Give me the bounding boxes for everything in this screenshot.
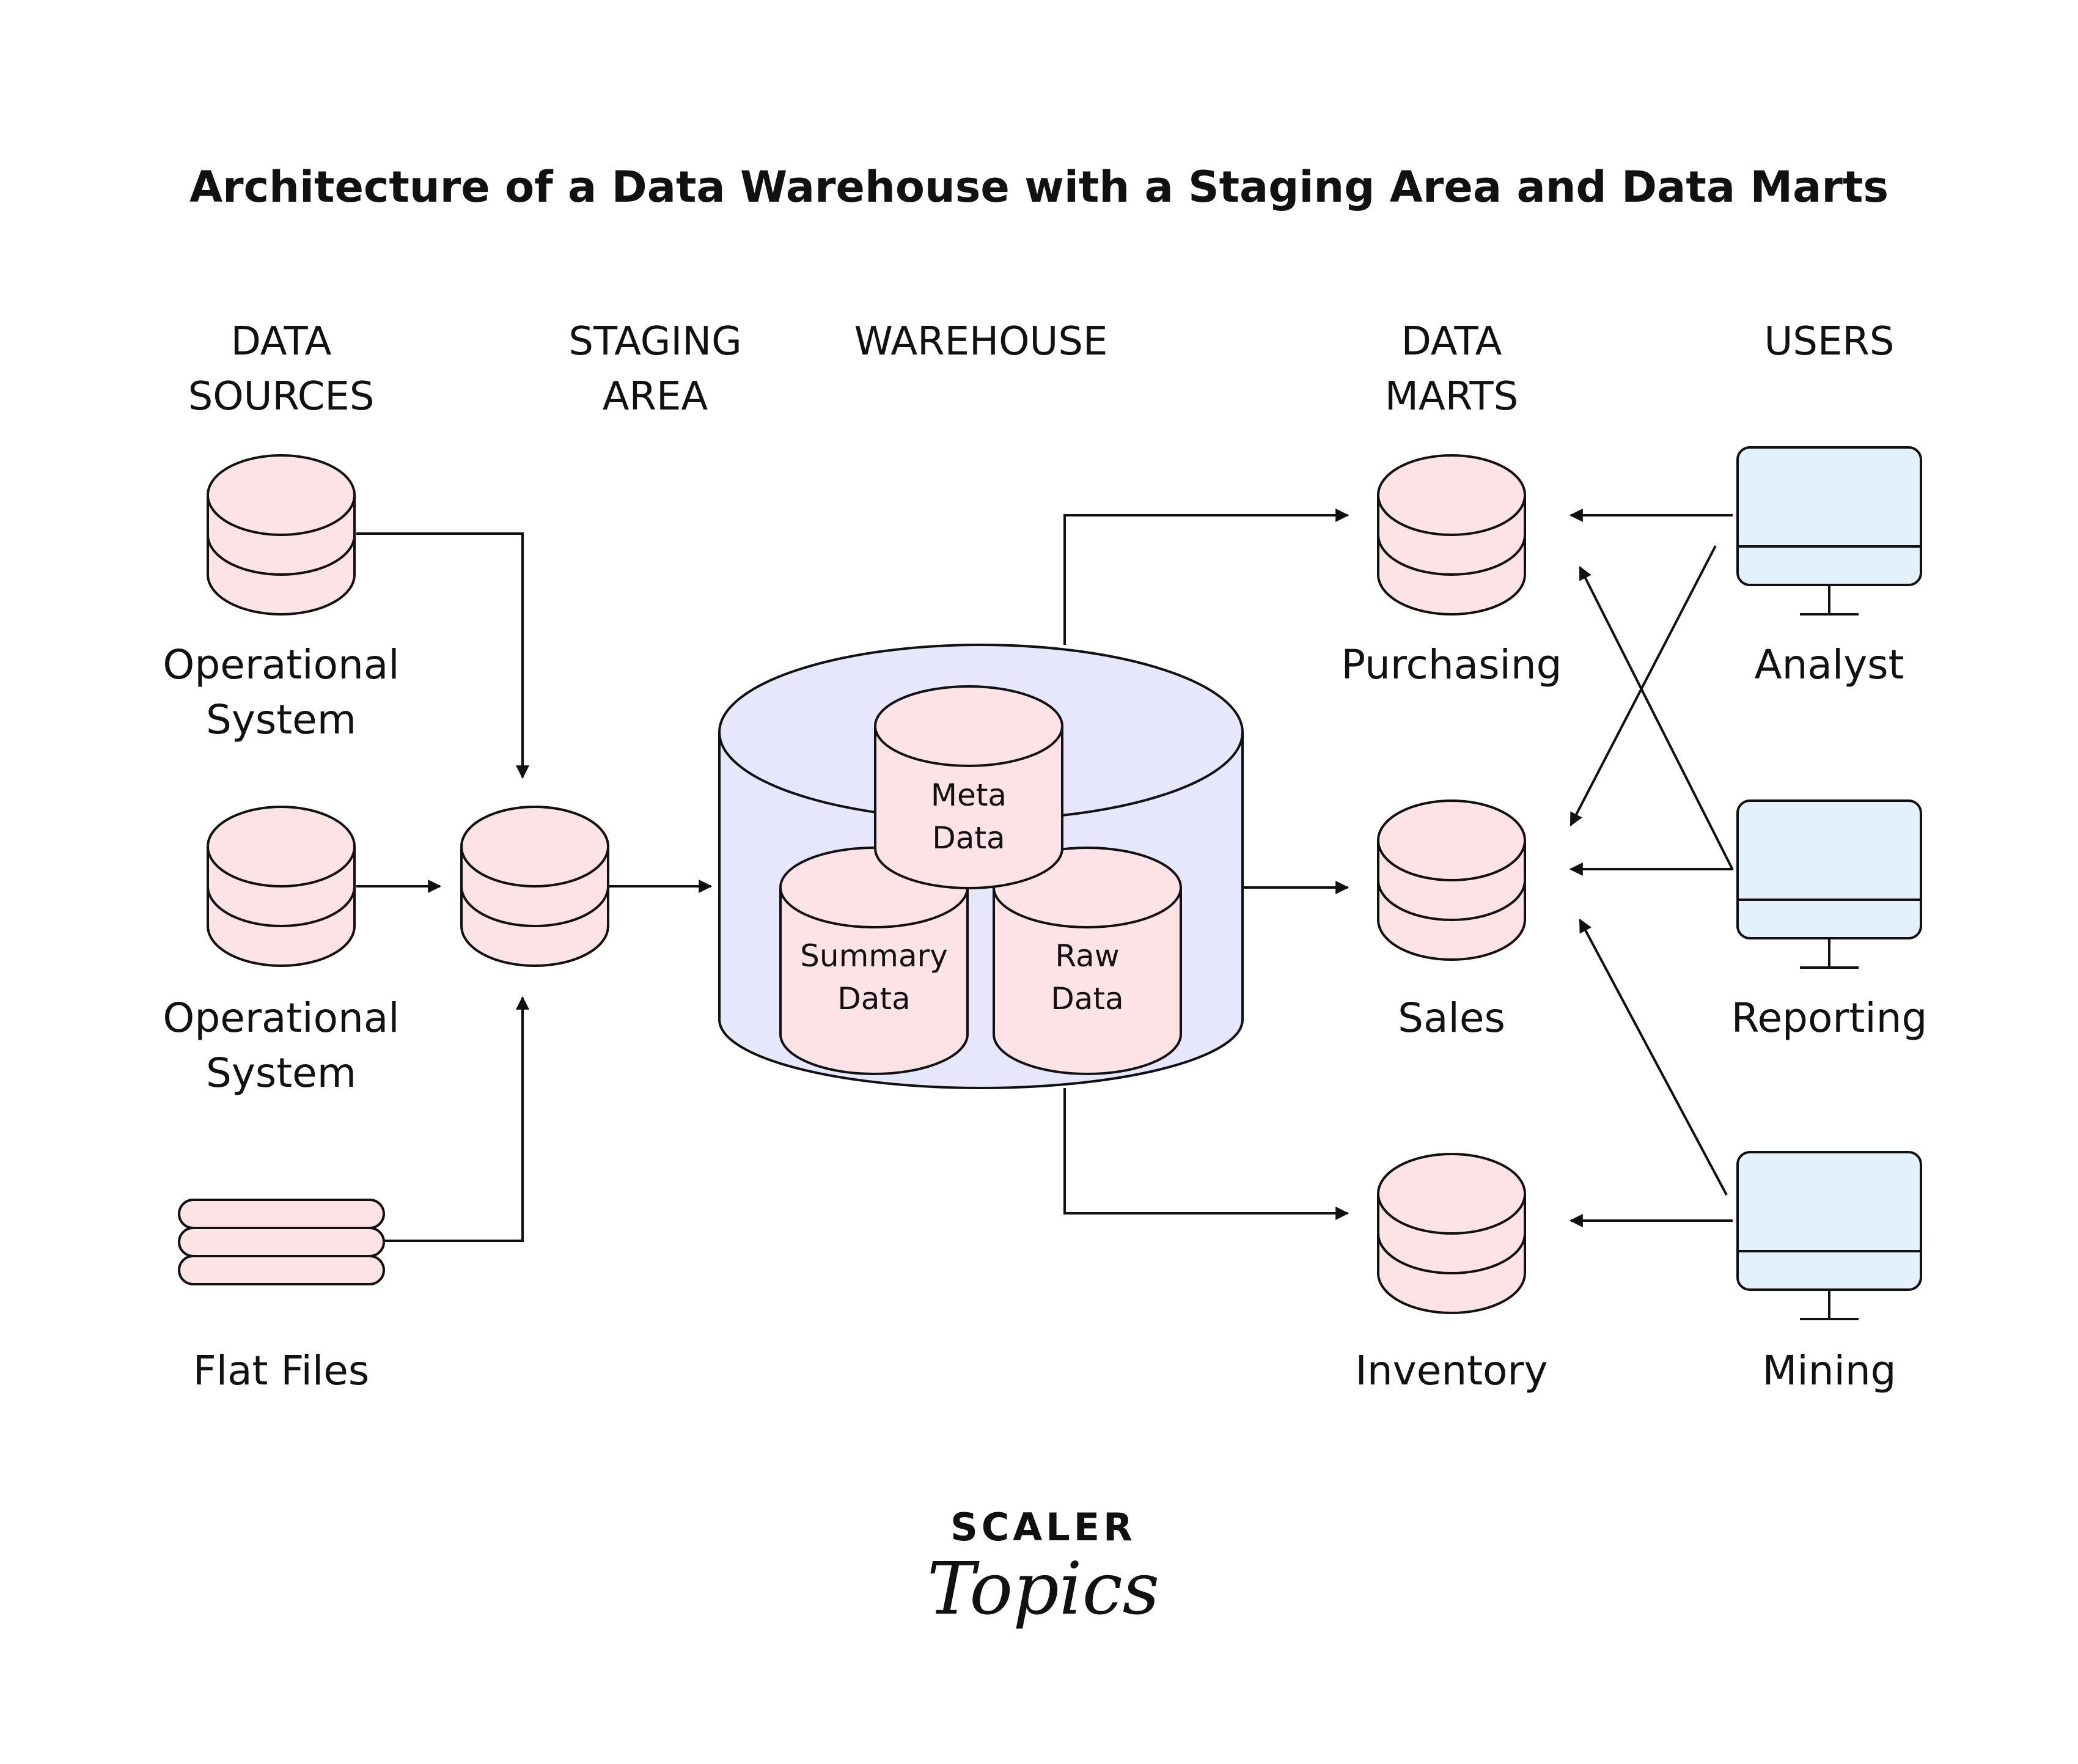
- raw-data-cylinder: [993, 847, 1182, 1075]
- mart-label-purchasing: Purchasing: [1341, 641, 1562, 688]
- source-label-1-line2: System: [206, 696, 356, 743]
- staging-database-icon: [460, 806, 609, 967]
- column-header-staging-line2: AREA: [603, 374, 708, 419]
- arrow-flatfiles-to-staging: [384, 996, 529, 1242]
- summary-data-label-line1: Summary: [800, 938, 948, 974]
- arrow-reporting-to-purchasing: [1579, 566, 1734, 870]
- column-header-sources-line2: SOURCES: [188, 374, 375, 419]
- column-header-users: USERS: [1764, 319, 1895, 364]
- source-label-2-line2: System: [206, 1049, 356, 1097]
- brand-line2: Topics: [927, 1546, 1160, 1631]
- source-label-3: Flat Files: [193, 1347, 369, 1394]
- brand-line1: SCALER: [950, 1505, 1136, 1549]
- meta-data-label-line2: Data: [932, 820, 1005, 856]
- mart-label-sales: Sales: [1398, 994, 1505, 1042]
- arrow-analyst-to-sales: [1570, 545, 1717, 826]
- sales-database-icon: [1377, 799, 1526, 961]
- arrow-source1-to-staging: [356, 532, 529, 779]
- connectors: [356, 509, 1734, 1242]
- column-header-staging-line1: STAGING: [568, 319, 741, 364]
- database-icon: [207, 806, 356, 967]
- summary-data-cylinder: [779, 847, 969, 1075]
- database-icon: [207, 454, 356, 616]
- scaler-topics-logo: SCALER Topics: [927, 1505, 1160, 1631]
- meta-data-cylinder: [874, 685, 1063, 889]
- summary-data-label-line2: Data: [837, 981, 910, 1016]
- source-label-2-line1: Operational: [163, 994, 399, 1042]
- arrow-warehouse-to-purchasing: [1063, 509, 1349, 645]
- column-header-marts-line1: DATA: [1401, 319, 1502, 364]
- monitor-icon: [1736, 1151, 1922, 1320]
- diagram-title: Architecture of a Data Warehouse with a …: [189, 162, 1889, 212]
- meta-data-label-line1: Meta: [931, 777, 1007, 813]
- flat-files-icon: [178, 1199, 385, 1285]
- column-header-warehouse: WAREHOUSE: [854, 319, 1108, 364]
- source-label-1-line1: Operational: [163, 641, 399, 688]
- monitor-icon: [1736, 446, 1922, 616]
- user-label-reporting: Reporting: [1731, 994, 1928, 1042]
- mart-label-inventory: Inventory: [1355, 1347, 1547, 1394]
- user-label-mining: Mining: [1762, 1347, 1896, 1394]
- arrow-mining-to-sales: [1579, 919, 1728, 1196]
- user-label-analyst: Analyst: [1754, 641, 1904, 688]
- purchasing-database-icon: [1377, 454, 1526, 616]
- column-header-sources-line1: DATA: [231, 319, 332, 364]
- raw-data-label-line2: Data: [1051, 981, 1123, 1016]
- arrow-warehouse-to-inventory: [1063, 1088, 1349, 1220]
- inventory-database-icon: [1377, 1153, 1526, 1314]
- raw-data-label-line1: Raw: [1055, 938, 1119, 974]
- column-header-marts-line2: MARTS: [1385, 374, 1519, 419]
- monitor-icon: [1736, 799, 1922, 969]
